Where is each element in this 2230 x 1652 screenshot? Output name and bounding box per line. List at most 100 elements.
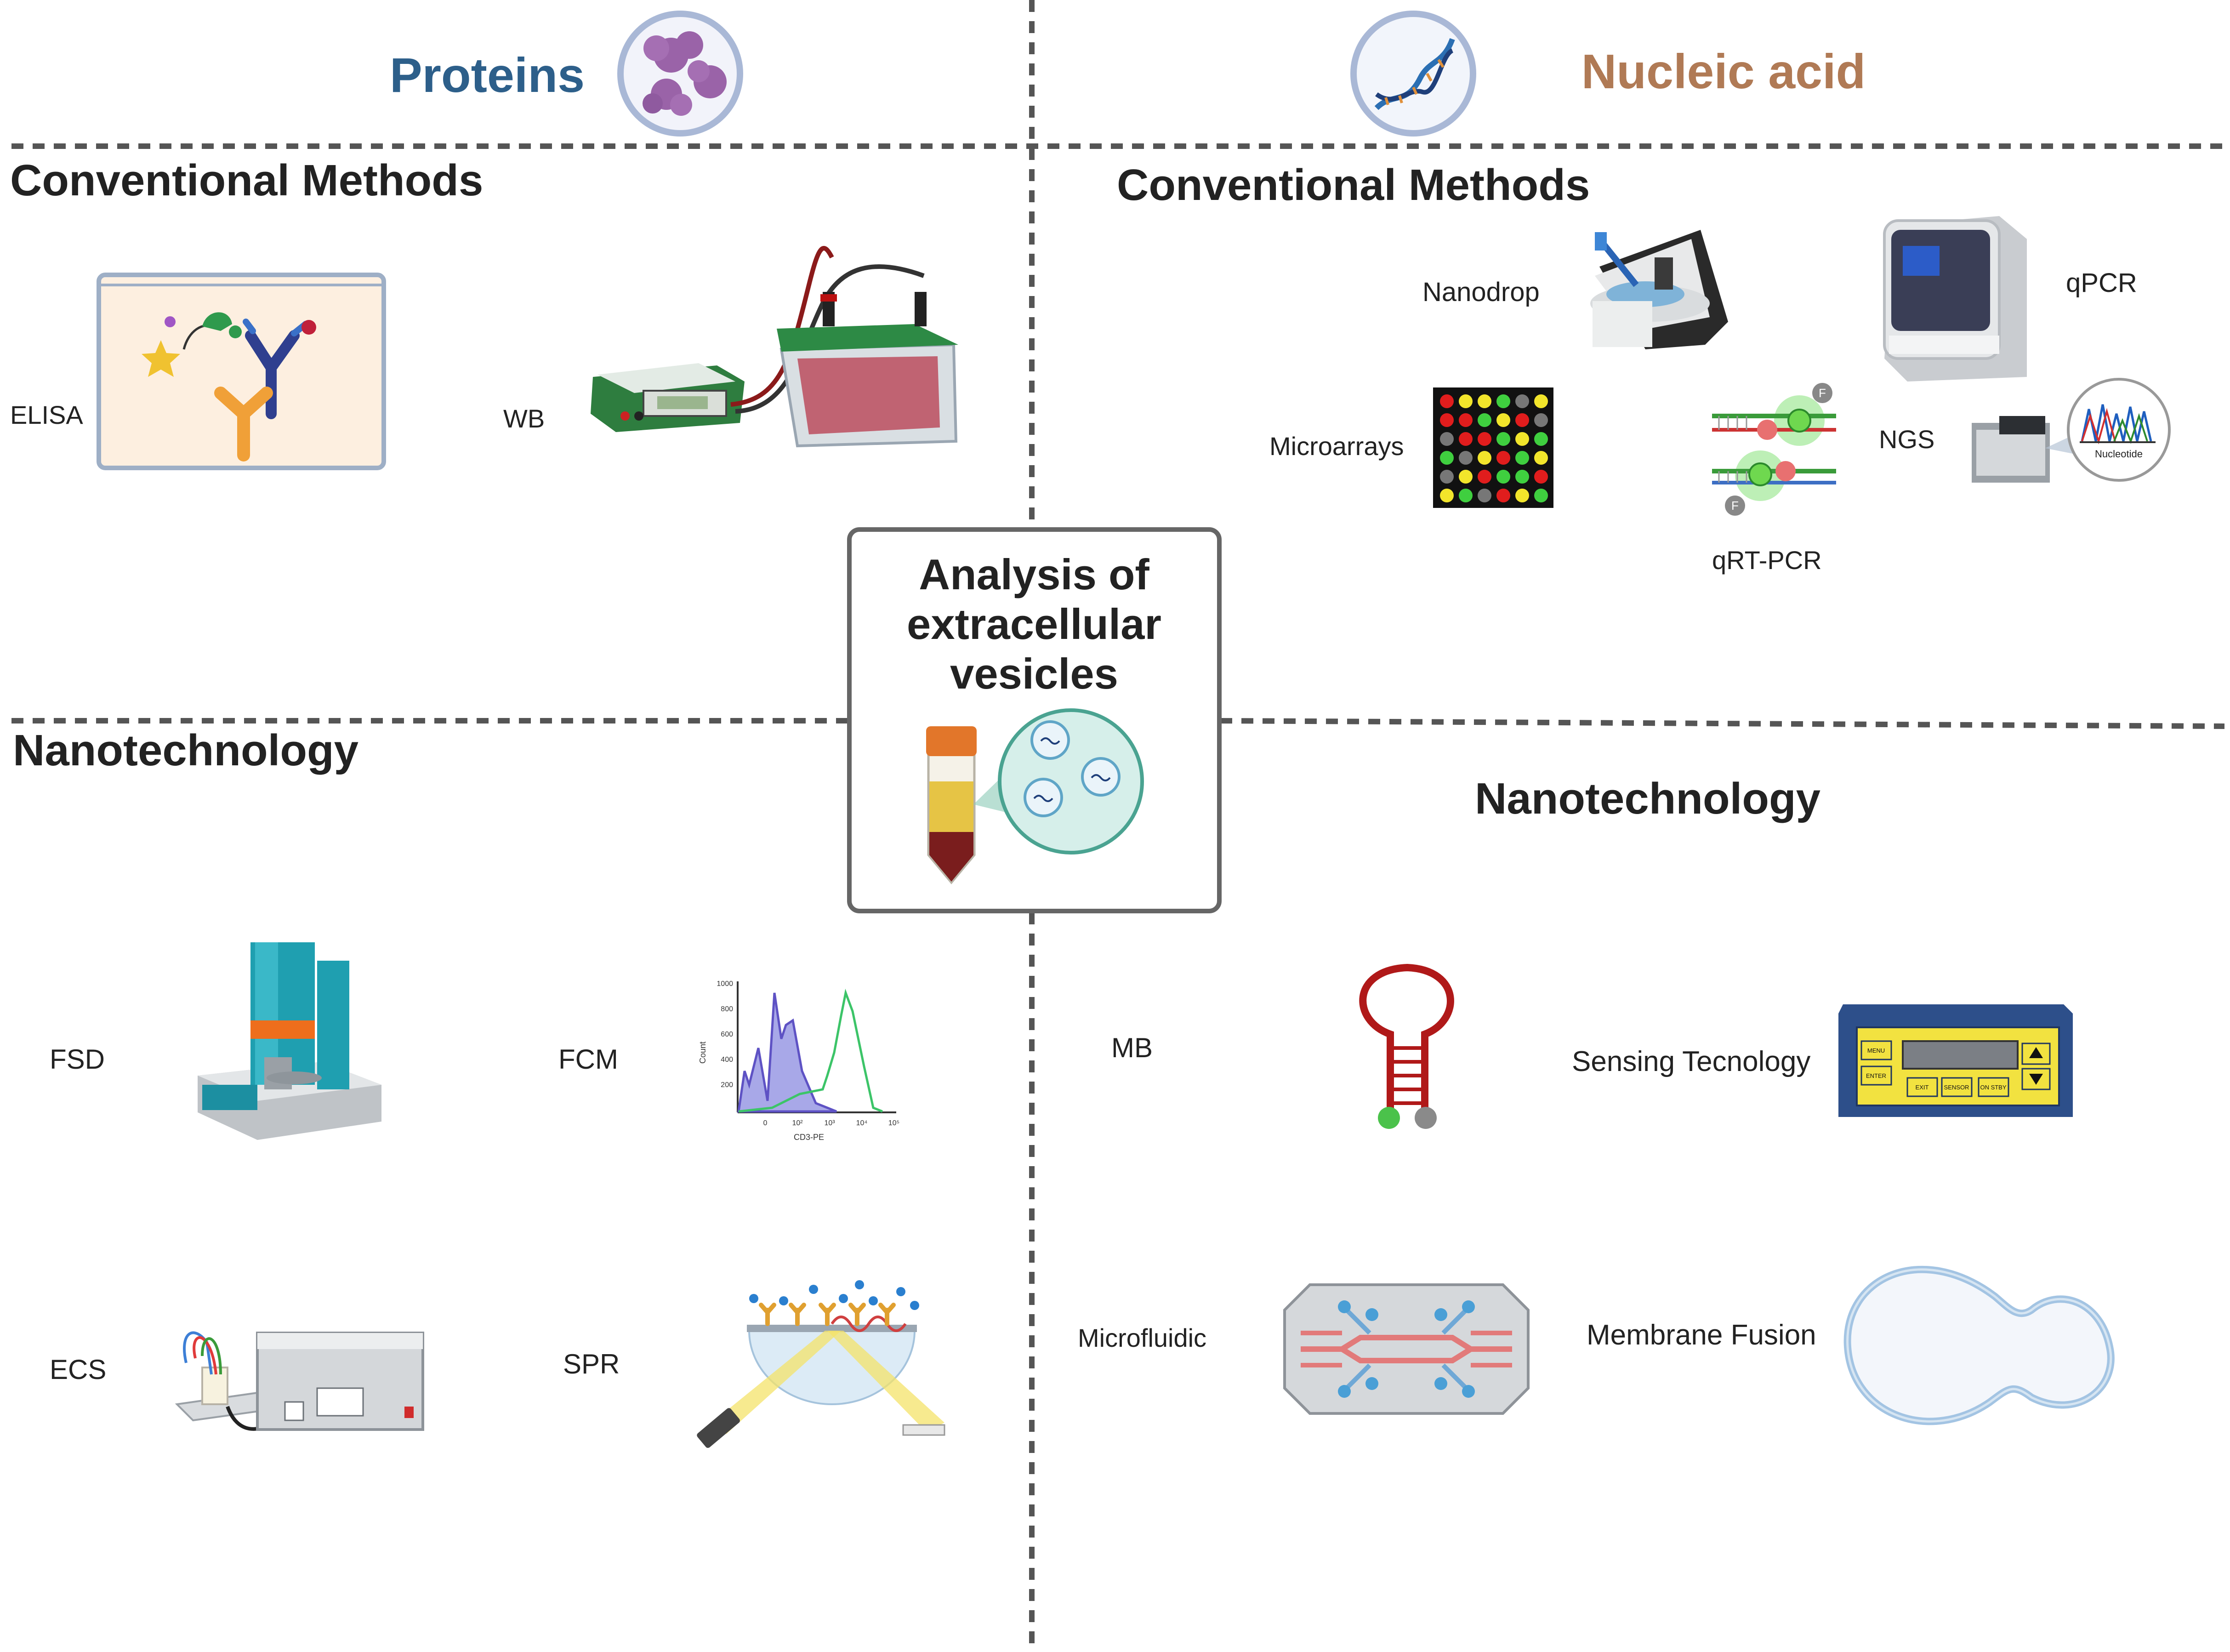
nucleic-acid-title: Nucleic acid: [1581, 45, 1866, 99]
microarray-spot: [1440, 394, 1454, 408]
center-title-line-1: Analysis of: [919, 550, 1149, 598]
sensor-onstby-key: ON STBY: [1980, 1084, 2006, 1091]
sensing-device-icon: MENU ENTER EXIT SENSOR ON STBY: [1838, 1004, 2073, 1117]
microarray-spot: [1459, 489, 1473, 502]
ngs-sequencer-icon: Nucleotide: [1972, 378, 2171, 483]
microarray-spot: [1534, 432, 1548, 446]
ngs-label: NGS: [1879, 425, 1934, 454]
microarray-spot: [1459, 394, 1473, 408]
fcm-ytick: 800: [721, 1005, 733, 1013]
mb-label: MB: [1111, 1032, 1153, 1063]
microarray-spot: [1515, 394, 1529, 408]
spr-icon: [697, 1280, 945, 1448]
fcm-xtick: 10⁴: [856, 1119, 868, 1127]
nanodrop-icon: [1590, 230, 1728, 349]
fcm-xtick: 0: [763, 1119, 768, 1127]
microarray-spot: [1515, 489, 1529, 502]
microarray-spot: [1496, 489, 1510, 502]
ecs-instrument-icon: [175, 1331, 424, 1431]
microarray-spot: [1515, 470, 1529, 484]
fcm-ytick: 1000: [717, 980, 733, 988]
center-title-line-2: extracellular: [907, 600, 1161, 648]
microarray-icon: [1433, 387, 1553, 508]
fcm-ytick: 600: [721, 1031, 733, 1038]
membrane-fusion-label: Membrane Fusion: [1587, 1319, 1816, 1351]
sensor-exit-key: EXIT: [1916, 1084, 1929, 1091]
qrt-fluor-letter-2: F: [1731, 499, 1739, 513]
qpcr-machine-icon: [1883, 216, 2027, 382]
wb-label: WB: [503, 404, 545, 433]
fcm-x-axis-label: CD3-PE: [794, 1133, 824, 1142]
microarray-spot: [1496, 413, 1510, 427]
qrt-fluor-letter-1: F: [1819, 386, 1826, 400]
microarray-spot: [1440, 470, 1454, 484]
microarray-spot: [1496, 394, 1510, 408]
microarray-spot: [1459, 451, 1473, 465]
qpcr-label: qPCR: [2066, 268, 2137, 298]
fcm-xtick: 10³: [824, 1119, 835, 1127]
microarray-spot: [1440, 451, 1454, 465]
microarrays-label: Microarrays: [1269, 432, 1404, 461]
microfluidic-label: Microfluidic: [1078, 1323, 1206, 1352]
membrane-fusion-icon: [1843, 1265, 2115, 1425]
fcm-xtick: 10²: [792, 1119, 803, 1127]
vesicles-magnified-icon: [998, 708, 1144, 854]
microarray-spot: [1534, 451, 1548, 465]
nucleic-nanotech-heading: Nanotechnology: [1475, 774, 1820, 823]
western-blot-icon: [591, 246, 958, 448]
sensor-sensor-key: SENSOR: [1944, 1084, 1969, 1091]
microarray-spot: [1515, 432, 1529, 446]
fcm-y-axis-label: Count: [698, 1042, 707, 1064]
nanodrop-label: Nanodrop: [1422, 277, 1540, 307]
protein-icon: [617, 11, 743, 137]
proteins-nanotech-heading: Nanotechnology: [13, 726, 358, 775]
ngs-bubble-text: Nucleotide: [2095, 448, 2143, 460]
microarray-spot: [1534, 489, 1548, 502]
microarray-spot: [1478, 394, 1491, 408]
sensor-enter-key: ENTER: [1866, 1072, 1886, 1079]
microarray-spot: [1515, 451, 1529, 465]
microarray-spot: [1534, 470, 1548, 484]
microarray-spot: [1440, 489, 1454, 502]
center-box: Analysis of extracellular vesicles: [847, 527, 1222, 913]
microfluidic-chip-icon: [1283, 1283, 1530, 1415]
center-title-line-3: vesicles: [950, 649, 1118, 698]
microarray-spot: [1515, 413, 1529, 427]
sensor-menu-key: MENU: [1867, 1047, 1885, 1054]
microarray-spot: [1496, 451, 1510, 465]
microarray-spot: [1478, 413, 1491, 427]
microarray-spot: [1440, 432, 1454, 446]
microarray-spot: [1478, 451, 1491, 465]
fcm-ytick: 200: [721, 1081, 733, 1089]
microarray-spot: [1459, 470, 1473, 484]
elisa-icon: [97, 273, 386, 470]
microarray-spot: [1534, 394, 1548, 408]
sensing-technology-label: Sensing Tecnology: [1572, 1046, 1810, 1077]
microarray-spot: [1496, 432, 1510, 446]
microarray-spot: [1534, 413, 1548, 427]
microarray-spot: [1440, 413, 1454, 427]
fcm-ytick: 400: [721, 1056, 733, 1064]
ecs-label: ECS: [50, 1354, 106, 1385]
microarray-spot: [1478, 470, 1491, 484]
fsd-label: FSD: [50, 1044, 105, 1075]
right-mid-divider: [1220, 718, 2225, 729]
qrt-pcr-icon: F F: [1712, 383, 1836, 516]
fsd-instrument-icon: [198, 942, 381, 1140]
microarray-spot: [1478, 489, 1491, 502]
section-dividers: [11, 0, 2225, 1652]
fcm-label: FCM: [558, 1044, 618, 1075]
dna-icon: [1350, 11, 1476, 137]
fcm-histogram-icon: Count CD3-PE 1000 800 600 400 200 0 10² …: [698, 980, 899, 1142]
nucleic-conventional-heading: Conventional Methods: [1117, 160, 1590, 210]
proteins-title: Proteins: [390, 48, 585, 103]
microarray-spot: [1496, 470, 1510, 484]
molecular-beacon-icon: [1359, 963, 1454, 1129]
spr-label: SPR: [563, 1349, 620, 1379]
proteins-conventional-heading: Conventional Methods: [10, 156, 483, 205]
qrt-pcr-label: qRT-PCR: [1712, 546, 1822, 575]
microarray-spot: [1478, 432, 1491, 446]
fcm-xtick: 10⁵: [888, 1119, 899, 1127]
